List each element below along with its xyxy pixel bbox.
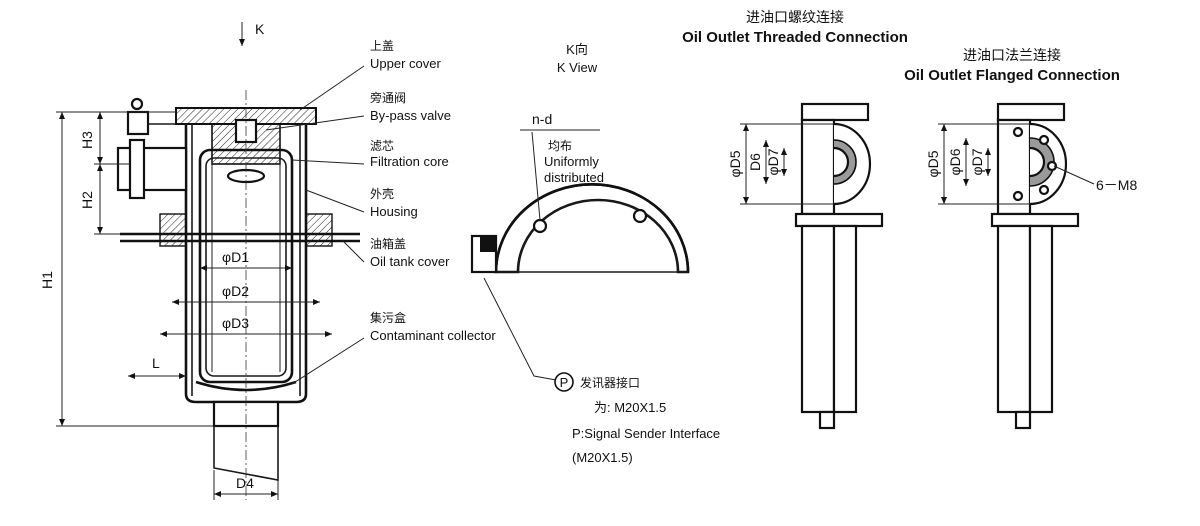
dim-d1: φD1 [222, 249, 249, 265]
flanged-connection-view: 进油口法兰连接 Oil Outlet Flanged Connection φD… [904, 47, 1137, 430]
signal-en: P:Signal Sender Interface [572, 426, 720, 441]
contaminant-collector-en: Contaminant collector [370, 328, 496, 343]
signal-symbol: P [560, 375, 569, 390]
signal-cn-spec: 为: M20X1.5 [594, 400, 666, 415]
dim-d4: D4 [236, 475, 254, 491]
dim-l: L [152, 355, 160, 371]
flanged-holes: 6－M8 [1096, 177, 1137, 193]
k-view-cn: K向 [566, 42, 588, 57]
upper-cover-cn: 上盖 [370, 39, 394, 53]
filter-section-view: K [39, 21, 365, 500]
threaded-cn: 进油口螺纹连接 [746, 9, 844, 26]
flanged-dim-d6: φD6 [947, 148, 963, 175]
signal-en-spec: (M20X1.5) [572, 450, 633, 465]
contaminant-collector-cn: 集污盒 [370, 310, 406, 325]
uniform-en-2: distributed [544, 170, 604, 185]
flanged-cn: 进油口法兰连接 [963, 47, 1061, 64]
housing-en: Housing [370, 204, 418, 219]
dim-h1: H1 [39, 271, 55, 289]
signal-cn: 发讯器接口 [580, 375, 640, 390]
signal-sender-note: P 发讯器接口 为: M20X1.5 P:Signal Sender Inter… [554, 372, 720, 465]
filtration-core-cn: 滤芯 [370, 139, 394, 153]
bypass-valve-en: By-pass valve [370, 108, 451, 123]
n-d-label: n-d [532, 111, 552, 127]
callout-labels: 上盖 Upper cover 旁通阀 By-pass valve 滤芯 Filt… [370, 39, 496, 343]
uniform-cn: 均布 [548, 139, 572, 153]
dim-h2: H2 [79, 191, 95, 209]
dim-d2: φD2 [222, 283, 249, 299]
k-view-letter: K [255, 21, 265, 37]
threaded-dim-d7: φD7 [765, 148, 781, 175]
upper-cover-en: Upper cover [370, 56, 441, 71]
contaminant-collector-part [195, 380, 297, 392]
flanged-dim-d5: φD5 [925, 150, 941, 177]
oil-tank-cover-cn: 油箱盖 [370, 236, 406, 251]
oil-tank-cover-en: Oil tank cover [370, 254, 450, 269]
bypass-valve-cn: 旁通阀 [370, 90, 406, 105]
threaded-connection-view: 进油口螺纹连接 Oil Outlet Threaded Connection φ… [682, 9, 908, 430]
threaded-dim-d6: D6 [747, 153, 763, 171]
threaded-en: Oil Outlet Threaded Connection [682, 29, 908, 46]
k-view-en: K View [557, 60, 598, 75]
threaded-dim-d5: φD5 [727, 150, 743, 177]
filtration-core-en: Filtration core [370, 154, 449, 169]
flanged-en: Oil Outlet Flanged Connection [904, 67, 1120, 84]
uniform-en-1: Uniformly [544, 154, 599, 169]
k-view-drawing: K向 K View n-d 均布 Uniformly distributed [470, 42, 690, 381]
housing-cn: 外壳 [370, 187, 394, 201]
flanged-dim-d7: φD7 [969, 148, 985, 175]
dim-d3: φD3 [222, 315, 249, 331]
dim-h3: H3 [79, 131, 95, 149]
